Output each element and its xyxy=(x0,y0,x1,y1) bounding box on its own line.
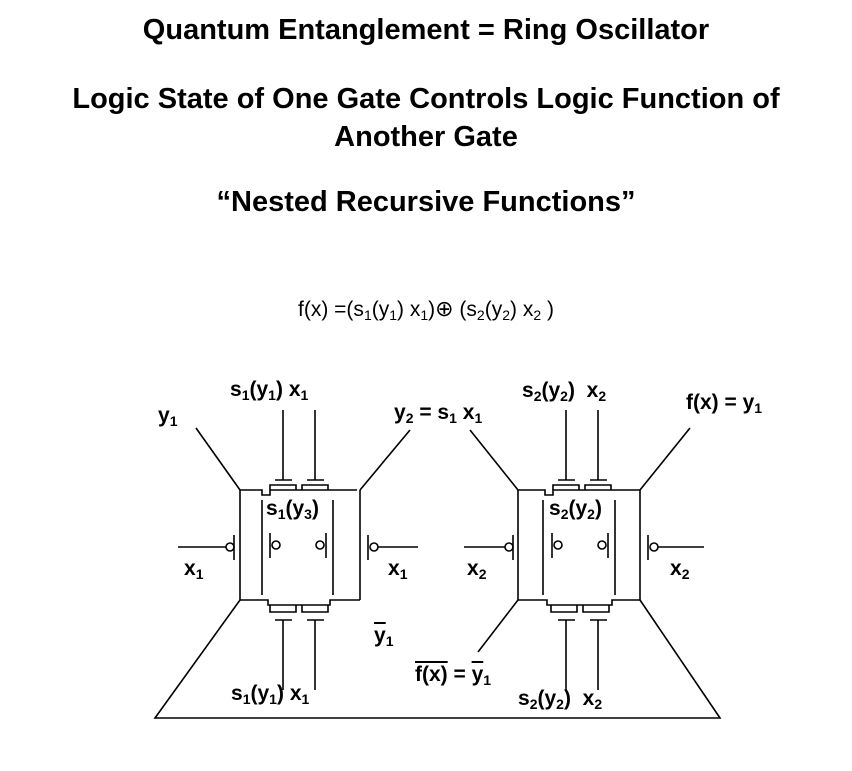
wire xyxy=(240,599,360,606)
title-line-2: Logic State of One Gate Controls Logic F… xyxy=(0,80,852,156)
wire xyxy=(195,427,241,491)
feedback-loop xyxy=(153,599,722,719)
label-fx-eq-y1: f(x) = y1 xyxy=(686,391,763,416)
label-s2y2-mid: s2(y2) xyxy=(549,497,602,522)
inverter-bubble xyxy=(597,540,607,550)
formula-sub: 2 xyxy=(533,307,542,323)
inverter-bubble xyxy=(649,542,659,552)
formula-part: ) x xyxy=(397,298,421,321)
formula-sub: 1 xyxy=(420,307,429,323)
wire xyxy=(359,429,411,491)
wire xyxy=(518,489,640,496)
inverter-bubble xyxy=(553,540,563,550)
title-line-1: Quantum Entanglement = Ring Oscillator xyxy=(142,14,710,46)
inverter-bubble xyxy=(315,540,325,550)
left-gate xyxy=(178,410,418,690)
wire xyxy=(518,599,640,606)
wire xyxy=(240,489,357,496)
wire xyxy=(582,605,610,613)
formula-part: f(x) =(s xyxy=(298,298,364,321)
wire xyxy=(584,484,612,490)
formula-part: (y xyxy=(484,298,503,321)
label-y1-bar: y1 xyxy=(374,624,394,649)
wire xyxy=(552,484,580,490)
label-x2-left: x2 xyxy=(467,557,487,582)
formula-part: ) xyxy=(428,298,436,321)
formula: f(x) =(s1(y1) x1)⊕ (s2(y2) x2 ) xyxy=(0,296,852,323)
label-s1y1-x1-top: s1(y1) x1 xyxy=(230,378,309,403)
wire xyxy=(477,599,519,653)
inverter-bubble xyxy=(504,542,514,552)
label-x2-right: x2 xyxy=(670,557,690,582)
formula-sub: 1 xyxy=(363,307,372,323)
inverter-bubble xyxy=(225,542,235,552)
wire xyxy=(301,605,329,613)
label-x1-left: x1 xyxy=(184,557,204,582)
inverter-bubble xyxy=(271,540,281,550)
wire xyxy=(269,605,297,613)
wire xyxy=(301,484,329,490)
wire xyxy=(269,484,297,490)
label-y2-eq: y2 = s1 x1 xyxy=(394,401,483,426)
formula-part: (y xyxy=(371,298,390,321)
title-line-2-text: Logic State of One Gate Controls Logic F… xyxy=(72,83,780,153)
right-gate xyxy=(464,410,704,690)
inverter-bubble xyxy=(369,542,379,552)
label-s2y2-x2-top: s2(y2) x2 xyxy=(522,379,607,404)
wire xyxy=(639,427,691,491)
label-fx-bar-eq-y1-bar: f(x) = y1 xyxy=(415,663,492,688)
formula-part: (s xyxy=(453,298,477,321)
label-x1-right: x1 xyxy=(388,557,408,582)
formula-sub: 2 xyxy=(476,307,485,323)
label-s1y3: s1(y3) xyxy=(266,497,319,522)
formula-part: ) xyxy=(541,298,554,321)
formula-sub: 1 xyxy=(389,307,398,323)
wire xyxy=(469,429,519,491)
formula-sub: 2 xyxy=(502,307,511,323)
label-y1-left: y1 xyxy=(158,404,178,429)
label-s1y1-x1-bottom: s1(y1) x1 xyxy=(231,682,310,707)
label-s2y2-x2-bottom: s2(y2) x2 xyxy=(518,687,603,712)
xor-symbol: ⊕ xyxy=(435,296,454,321)
formula-part: ) x xyxy=(510,298,534,321)
title-line-3: “Nested Recursive Functions” xyxy=(216,186,636,218)
wire xyxy=(550,605,578,613)
